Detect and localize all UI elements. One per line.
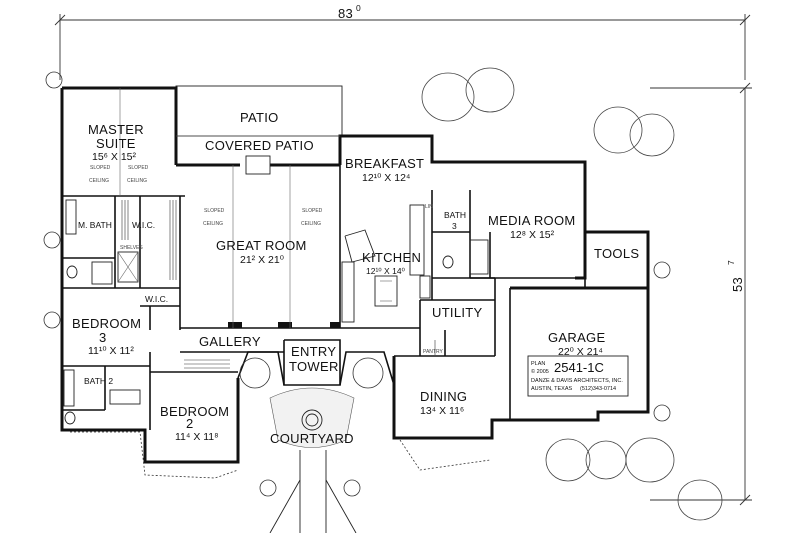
entry-tower-label-1: ENTRY — [291, 344, 336, 359]
bedroom-2-label: BEDROOM — [160, 404, 229, 419]
kitchen-fixtures — [341, 204, 431, 323]
master-suite-label-1: MASTER — [88, 122, 144, 137]
dimension-lines: 83 0 53 7 — [54, 3, 752, 506]
garage-size: 22⁰ X 21⁴ — [558, 346, 603, 358]
plan-label: PLAN — [531, 361, 545, 367]
bedroom-2-num: 2 — [186, 416, 194, 431]
patio-label: PATIO — [240, 110, 279, 125]
plan-location: AUSTIN, TEXAS — [531, 386, 572, 392]
covered-patio-label: COVERED PATIO — [205, 138, 314, 153]
lin-label: LIN — [425, 204, 433, 210]
overall-depth-label: 53 — [730, 277, 745, 292]
overall-width-label: 83 — [338, 6, 353, 21]
bedroom-3-size: 11¹⁰ X 11² — [88, 345, 134, 357]
shelves-label: SHELVES — [120, 245, 143, 251]
landscape-trees — [43, 67, 723, 521]
kitchen-size: 12¹⁰ X 14⁰ — [366, 266, 406, 276]
pantry-label: PANTRY — [423, 349, 443, 355]
openings — [119, 88, 340, 328]
courtyard-landscape — [70, 357, 491, 533]
ceiling-note-2a: SLOPED — [128, 165, 149, 171]
plan-copyright: © 2005 — [531, 368, 549, 375]
plan-info-box: PLAN 2541-1C © 2005 DANZE & DAVIS ARCHIT… — [527, 355, 629, 397]
gallery-label: GALLERY — [199, 334, 261, 349]
overall-width-sup: 0 — [356, 3, 361, 13]
ceiling-note-1a: SLOPED — [90, 165, 111, 171]
kitchen-label: KITCHEN — [362, 250, 421, 265]
great-room-label: GREAT ROOM — [216, 238, 307, 253]
utility-label: UTILITY — [432, 305, 483, 320]
ceiling-note-4a: SLOPED — [302, 208, 323, 214]
room-labels: MASTER SUITE 15⁶ X 15² SLOPED CEILING SL… — [72, 110, 639, 446]
master-suite-size: 15⁶ X 15² — [92, 151, 137, 163]
garage-label: GARAGE — [548, 330, 605, 345]
entry-tower-label-2: TOWER — [289, 359, 339, 374]
m-bath-label: M. BATH — [78, 220, 112, 230]
media-room-size: 12⁸ X 15² — [510, 229, 555, 241]
ceiling-note-4b: CEILING — [301, 221, 321, 227]
master-suite-label-2: SUITE — [96, 136, 136, 151]
bedroom-3-label: BEDROOM — [72, 316, 141, 331]
breakfast-label: BREAKFAST — [345, 156, 424, 171]
plan-phone: (512)343-0714 — [580, 386, 616, 392]
wic-2-label: W.I.C. — [145, 294, 168, 304]
ceiling-note-3b: CEILING — [203, 221, 223, 227]
tools-label: TOOLS — [594, 246, 639, 261]
overall-depth-sup: 7 — [726, 260, 736, 265]
bath-3-label: BATH — [444, 210, 466, 220]
courtyard-label: COURTYARD — [270, 431, 354, 446]
bath-3-num: 3 — [452, 221, 457, 231]
ceiling-note-1b: CEILING — [89, 178, 109, 184]
plan-number: 2541-1C — [554, 360, 604, 375]
plan-firm: DANZE & DAVIS ARCHITECTS, INC. — [531, 378, 623, 384]
ceiling-note-3a: SLOPED — [204, 208, 225, 214]
wic-1-label: W.I.C. — [132, 220, 155, 230]
great-room-size: 21² X 21⁰ — [240, 254, 285, 266]
bath-fixtures — [63, 199, 489, 425]
breakfast-size: 12¹⁰ X 12⁴ — [362, 172, 410, 184]
interior-walls — [62, 165, 586, 430]
dining-label: DINING — [420, 389, 467, 404]
dining-size: 13⁴ X 11⁶ — [420, 405, 464, 417]
bedroom-3-num: 3 — [99, 330, 107, 345]
media-room-label: MEDIA ROOM — [488, 213, 576, 228]
bedroom-2-size: 11⁴ X 11⁸ — [175, 431, 219, 443]
closet-hatching — [121, 200, 436, 369]
ceiling-note-2b: CEILING — [127, 178, 147, 184]
bath-2-label: BATH 2 — [84, 376, 113, 386]
